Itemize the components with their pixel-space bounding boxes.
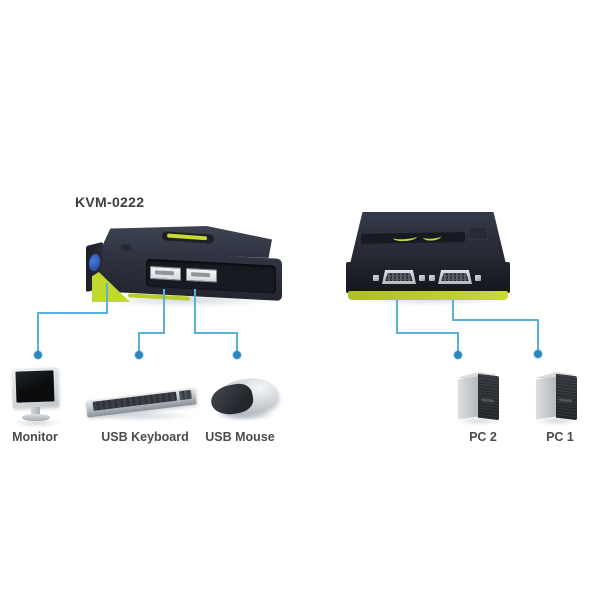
- usb-slot: [191, 272, 210, 278]
- pc2-label: PC 2: [469, 430, 497, 444]
- tower-side: [458, 376, 478, 420]
- cable-segment: [163, 289, 165, 334]
- drive-slot: [481, 398, 494, 403]
- cable-dot: [233, 351, 241, 359]
- monitor-icon: [10, 367, 64, 425]
- kvm-front-face: [94, 249, 282, 301]
- kvm-rear-top-face: [350, 212, 506, 264]
- vga-port-pc1-icon: [428, 266, 482, 289]
- keyboard-numpad: [178, 389, 192, 401]
- usb-mouse-label: USB Mouse: [205, 430, 275, 444]
- cable-segment: [457, 332, 459, 354]
- cable-segment: [452, 300, 454, 321]
- monitor-shadow: [12, 418, 62, 428]
- monitor-screen: [15, 370, 55, 403]
- screw-nut-icon: [419, 275, 425, 281]
- screw-nut-icon: [429, 275, 435, 281]
- kvm-rear-panel: [346, 262, 510, 293]
- pc1-tower-icon: [534, 372, 580, 422]
- cable-segment: [194, 332, 238, 334]
- monitor-label: Monitor: [12, 430, 58, 444]
- pc2-tower-icon: [456, 372, 502, 422]
- cable-dot: [454, 351, 462, 359]
- cable-dot: [534, 350, 542, 358]
- cable-segment: [452, 319, 539, 321]
- drive-slot: [559, 398, 572, 403]
- cable-segment: [537, 319, 539, 354]
- pc1-shadow: [534, 416, 580, 426]
- vga-port-pc2-icon: [372, 266, 426, 289]
- top-groove: [361, 232, 465, 244]
- pc2-shadow: [456, 416, 502, 426]
- usb-keyboard-label: USB Keyboard: [101, 430, 189, 444]
- vga-pins: [385, 273, 413, 281]
- usb-port-2-icon: [186, 267, 217, 283]
- cable-dot: [34, 351, 42, 359]
- lime-button-mark: [422, 232, 442, 242]
- cable-segment: [236, 332, 238, 354]
- cable-segment: [194, 289, 196, 334]
- brand-logo-icon: [468, 227, 488, 240]
- monitor-base: [22, 414, 50, 421]
- cable-segment: [37, 312, 39, 353]
- usb-keyboard-icon: [84, 382, 200, 424]
- screw-nut-icon: [475, 275, 481, 281]
- cable-segment: [396, 332, 459, 334]
- cable-segment: [138, 332, 140, 354]
- monitor-neck: [31, 407, 40, 415]
- cable-segment: [37, 312, 108, 314]
- cable-segment: [396, 300, 398, 334]
- console-vga-port-icon: [89, 252, 100, 273]
- cable-segment: [138, 332, 165, 334]
- keyboard-keys: [92, 391, 178, 411]
- kvm-switch-front-icon: [86, 226, 282, 304]
- monitor-bezel: [11, 367, 59, 408]
- brand-logo-icon: [120, 244, 132, 253]
- cable-segment: [106, 283, 108, 314]
- kvm-switch-rear-icon: [344, 212, 512, 302]
- tower-front: [556, 373, 577, 421]
- screw-nut-icon: [373, 275, 379, 281]
- keyboard-body: [85, 387, 197, 418]
- usb-slot: [155, 270, 174, 276]
- lime-bottom-strip: [348, 291, 508, 300]
- pc1-label: PC 1: [546, 430, 574, 444]
- cable-dot: [135, 351, 143, 359]
- model-title: KVM-0222: [75, 194, 145, 210]
- mouse-shadow: [214, 410, 276, 421]
- vga-pins: [441, 273, 469, 281]
- select-switch-lime-bar: [166, 233, 208, 241]
- tower-side: [536, 376, 556, 420]
- tower-front: [478, 373, 499, 421]
- usb-mouse-icon: [208, 372, 284, 424]
- lime-button-mark: [392, 232, 418, 242]
- usb-port-1-icon: [150, 266, 181, 281]
